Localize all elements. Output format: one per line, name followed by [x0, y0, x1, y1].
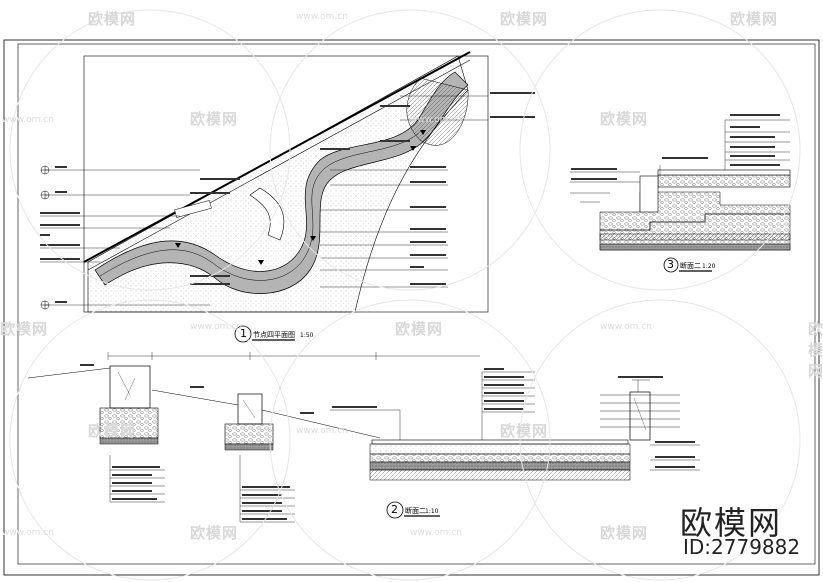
path-edge — [99, 127, 425, 281]
site-boundary — [83, 51, 471, 263]
left-base — [99, 437, 159, 445]
section3-view-title: 断面二 — [680, 262, 701, 270]
section3-ground — [599, 191, 791, 251]
left-wall — [109, 365, 151, 409]
bench-outline — [249, 187, 285, 241]
plan-leaders — [40, 95, 488, 306]
pavement-layer-4 — [369, 469, 631, 481]
section2-slope-mid — [151, 389, 239, 406]
watermark-text: 欧模网 — [730, 10, 779, 28]
section3-top — [657, 169, 791, 176]
watermark-text: 欧模网 — [0, 320, 49, 338]
section3-view-scale: 1:20 — [702, 263, 716, 270]
marker — [258, 260, 264, 265]
marker — [310, 236, 316, 241]
watermark-text: 欧模网 — [88, 10, 137, 28]
middle-footing — [224, 423, 274, 445]
outer-border — [3, 39, 820, 576]
plan-view-number: 1 — [240, 327, 247, 340]
watermark-url: www.om.cn — [410, 115, 462, 125]
section3-view-number: 3 — [667, 258, 674, 271]
curved-band — [406, 77, 469, 146]
plan-number-bubble — [234, 325, 252, 343]
marker — [410, 146, 416, 151]
plan-view-title: 节点四平面图 — [253, 331, 295, 339]
section-3-view — [570, 114, 791, 273]
plan-view-scale: 1:50 — [300, 332, 314, 339]
plan-view — [40, 51, 535, 343]
watermark-url: www.om.cn — [600, 322, 652, 332]
watermark-url: www.om.cn — [2, 528, 54, 538]
watermark-circles — [9, 9, 801, 581]
watermark-url: www.om.cn — [296, 12, 348, 22]
right-wall — [629, 391, 651, 441]
section2-view-title: 断面二 — [405, 507, 426, 515]
section3-number-bubble — [663, 257, 679, 273]
watermark-url: www.om.cn — [2, 115, 54, 125]
pavement-layer-3 — [369, 461, 631, 471]
section3-notes — [571, 114, 780, 180]
watermark-text: 欧模网 — [190, 110, 239, 128]
marker — [420, 130, 426, 135]
middle-base — [224, 443, 274, 451]
watermark-text: 欧模网 — [600, 524, 649, 542]
section3-leaders — [570, 119, 790, 203]
watermark-url: www.om.cn — [296, 426, 348, 436]
pavement-layer-2 — [369, 453, 631, 463]
section3-slab — [657, 174, 791, 188]
marker — [175, 243, 181, 248]
section2-leaders — [109, 371, 700, 523]
watermark-text: 欧模网 — [500, 422, 549, 440]
watermark-text: 欧模网 — [500, 10, 549, 28]
watermark-url: www.om.cn — [410, 528, 462, 538]
section2-notes — [80, 364, 695, 520]
inner-border — [17, 43, 816, 565]
watermark-text: 欧模网 — [88, 422, 137, 440]
left-footing — [99, 407, 159, 439]
section3-steps — [600, 213, 790, 231]
watermark-url: www.om.cn — [190, 322, 242, 332]
section3-base — [599, 243, 791, 251]
level-symbols — [40, 165, 50, 310]
section2-number-bubble — [386, 501, 404, 519]
section2-dimensions — [107, 352, 650, 381]
section-2-view — [27, 352, 700, 523]
middle-wall — [237, 393, 263, 425]
section2-slope-left — [27, 367, 111, 379]
paved-path — [94, 71, 469, 294]
watermark-text: 欧模网 — [395, 320, 444, 338]
section2-view-number: 2 — [391, 503, 398, 516]
section3-wall — [639, 175, 659, 213]
brand-logo-text: 欧模网 — [680, 504, 783, 542]
watermark-text: 欧模网 — [808, 320, 823, 380]
section2-slope-right — [261, 409, 381, 439]
watermark-text: 欧模网 — [190, 524, 239, 542]
section3-band — [599, 233, 791, 241]
pavement-layer-1 — [369, 443, 631, 455]
model-id: ID:2779882 — [683, 535, 801, 559]
plan-step — [174, 200, 212, 218]
section2-view-scale: 1:10 — [425, 508, 439, 515]
watermark-text: 欧模网 — [600, 110, 649, 128]
